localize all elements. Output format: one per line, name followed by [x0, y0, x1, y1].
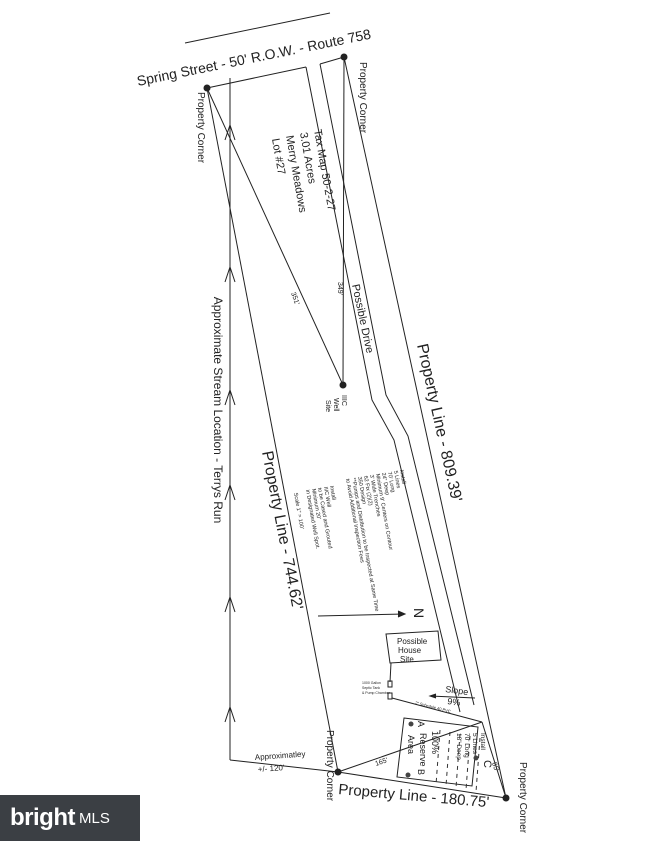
dist-label: 349': [336, 282, 343, 295]
marker: [408, 721, 414, 727]
reserve-label: Area: [406, 735, 416, 754]
street-line: [184, 12, 331, 44]
north-label: N: [411, 608, 427, 618]
corner-label: Property Corner: [324, 730, 335, 802]
property-line-bottom: [337, 771, 507, 799]
approx-label: +/- 120': [258, 763, 286, 774]
reserve-label: A: [416, 721, 426, 727]
svg-text:24" Deep: 24" Deep: [380, 472, 390, 495]
slope-arrow: [429, 695, 476, 699]
well-site-label: IIIC: [340, 395, 347, 406]
tie-165: [337, 721, 483, 773]
marker: [473, 755, 479, 761]
property-line-left: [206, 87, 339, 773]
house-connector: [389, 662, 392, 683]
svg-text:& Pump Chamber: & Pump Chamber: [362, 691, 391, 695]
house-label: House: [398, 646, 422, 655]
drainfield-c-label: C: [481, 760, 493, 768]
septic-tank: [387, 680, 393, 688]
reserve-label: B: [416, 769, 426, 775]
svg-text:Install: Install: [479, 733, 486, 751]
svg-text:62 Ftx (2)(2): 62 Ftx (2)(2): [362, 475, 373, 506]
front-line-left: [206, 66, 307, 89]
property-line-right-label: Property Line - 809.39': [413, 342, 465, 503]
scale-label: Scale 1" = 100': [292, 492, 304, 529]
svg-text:70' Long: 70' Long: [463, 733, 470, 758]
north-arrow: [317, 613, 406, 617]
street-label: Spring Street - 50' R.O.W. - Route 758: [135, 26, 372, 89]
well-tie-349: [342, 56, 345, 386]
corner-label: Property Corner: [517, 762, 528, 834]
north-arrow-head: [397, 610, 407, 618]
corner-label: Property Corner: [357, 62, 368, 134]
svg-text:70' Long: 70' Long: [386, 471, 396, 493]
drive-edge: [319, 63, 475, 706]
svg-text:350 Design: 350 Design: [356, 476, 367, 504]
svg-text:Install: Install: [398, 469, 406, 484]
marker: [405, 772, 411, 778]
brand-logo: bright MLS: [0, 795, 140, 841]
slope-label: Slope: [445, 684, 469, 697]
reserve-area-box: [396, 717, 479, 787]
drainfield-notes: Install 5 Lines 70' Long 18" Deep: [455, 733, 486, 760]
stream-arrows: [224, 123, 236, 723]
dist-label: 351': [289, 291, 300, 306]
svg-text:5 Lines: 5 Lines: [392, 470, 401, 489]
pump-chamber: [387, 692, 393, 700]
dist-label: 165': [374, 757, 389, 768]
approx-line: [229, 759, 339, 773]
system-notes: Install 5 Lines 70' Long 24" Deep Minimu…: [344, 469, 406, 612]
tie-85: [481, 721, 507, 799]
well-site-label: Site: [324, 400, 331, 412]
svg-text:5 Lines: 5 Lines: [471, 733, 478, 755]
tank-label: 1000 Gallon Septic Tank & Pump Chamber: [362, 681, 391, 695]
svg-text:Install: Install: [328, 485, 336, 500]
property-line-right: [343, 56, 507, 799]
house-site-box: [385, 630, 442, 664]
reserve-label: Reserve: [418, 733, 428, 767]
stream-label: Approximate Stream Location - Terrys Run: [211, 297, 225, 524]
drive-edge: [305, 66, 461, 713]
svg-text:18" Deep: 18" Deep: [455, 733, 462, 760]
approx-label: Approximatley: [255, 749, 306, 762]
slope-arrow-head: [428, 693, 437, 699]
house-label: Site: [400, 655, 414, 664]
brand-name: bright: [10, 804, 75, 831]
property-line-left-label: Property Line - 744.62': [258, 450, 305, 612]
possible-drive-label: Possible Drive: [349, 283, 375, 354]
dist-label: 85': [490, 761, 499, 772]
slope-value: 9%: [447, 696, 461, 708]
pvc-line: [391, 697, 483, 723]
svg-text:Minimum 20': Minimum 20': [310, 488, 321, 520]
well-notes: Install IIIC Well to be Cased and Groute…: [304, 485, 336, 550]
drainfield-lines: [435, 729, 481, 793]
svg-text:Septic Tank: Septic Tank: [362, 686, 380, 690]
well-site-label: Well: [332, 398, 339, 412]
svg-text:IIIC Well: IIIC Well: [322, 486, 332, 507]
brand-suffix: MLS: [78, 809, 110, 827]
front-line-right: [319, 56, 345, 65]
house-label: Possible: [397, 637, 428, 646]
corner-label: Property Corner: [195, 92, 206, 164]
reserve-percent: 100%: [430, 731, 440, 754]
svg-text:1000 Gallon: 1000 Gallon: [362, 681, 381, 685]
pipe-label: 2" Schedule 40 PVC: [415, 700, 452, 714]
